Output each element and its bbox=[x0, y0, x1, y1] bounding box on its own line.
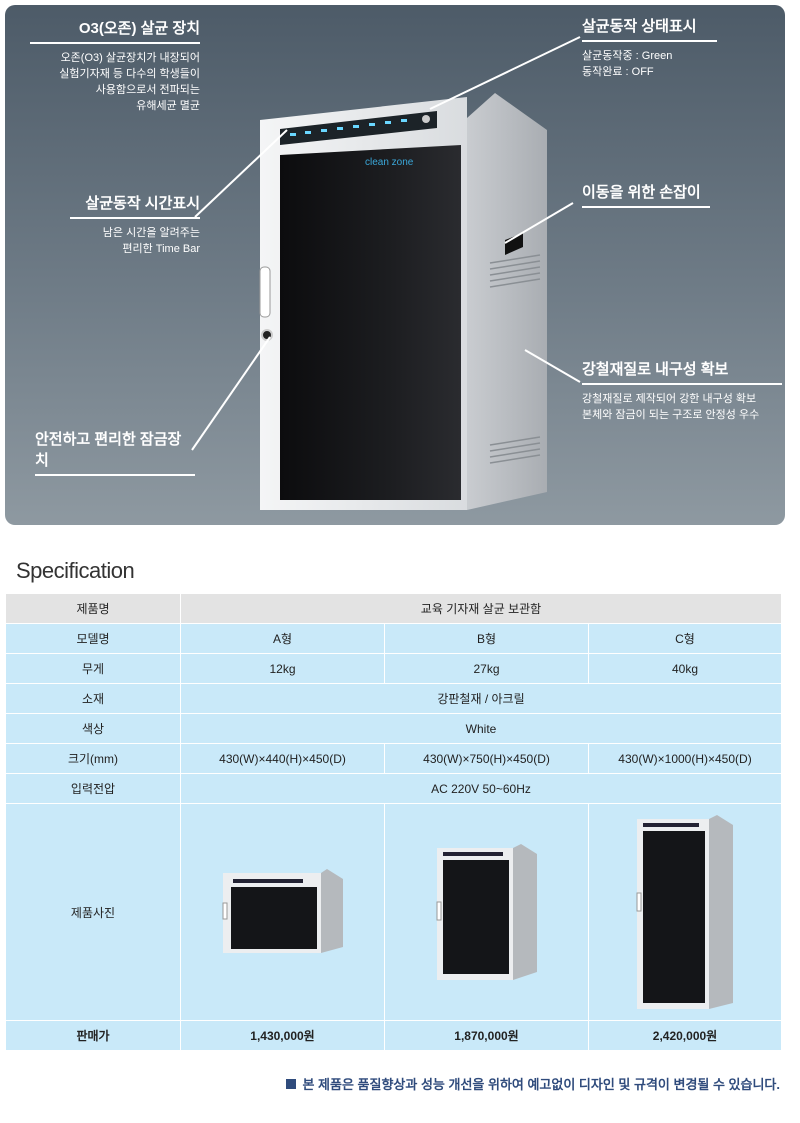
callout-ozone: O3(오존) 살균 장치 오존(O3) 살균장치가 내장되어 실험기자재 등 다… bbox=[30, 17, 200, 114]
disclaimer-note: 본 제품은 품질향상과 성능 개선을 위하여 예고없이 디자인 및 규격이 변경… bbox=[286, 1074, 780, 1093]
table-row: 제품사진 bbox=[5, 803, 782, 1021]
product-hero: clean zone O3(오존) 살균 장치 오존(O3) 살균장치가 내장되… bbox=[5, 5, 785, 525]
product-photo-b bbox=[384, 803, 589, 1021]
callout-lock: 안전하고 편리한 잠금장치 bbox=[35, 428, 195, 482]
cabinet-illustration: clean zone bbox=[191, 36, 581, 510]
spec-title: Specification bbox=[16, 558, 135, 583]
table-row: 크기(mm)430(W)×440(H)×450(D)430(W)×750(H)×… bbox=[5, 743, 782, 774]
square-bullet-icon bbox=[286, 1079, 297, 1089]
product-photo-a bbox=[180, 803, 385, 1021]
callout-steel: 강철재질로 내구성 확보 강철재질로 제작되어 강한 내구성 확보 본체와 잠금… bbox=[582, 358, 782, 423]
callout-status: 살균동작 상태표시 살균동작중 : Green 동작완료 : OFF bbox=[582, 15, 717, 80]
brand-logo: clean zone bbox=[365, 157, 414, 168]
callout-timebar: 살균동작 시간표시 남은 시간을 알려주는 편리한 Time Bar bbox=[70, 192, 200, 257]
callout-handle: 이동을 위한 손잡이 bbox=[582, 181, 710, 214]
product-photo-c bbox=[588, 803, 782, 1021]
